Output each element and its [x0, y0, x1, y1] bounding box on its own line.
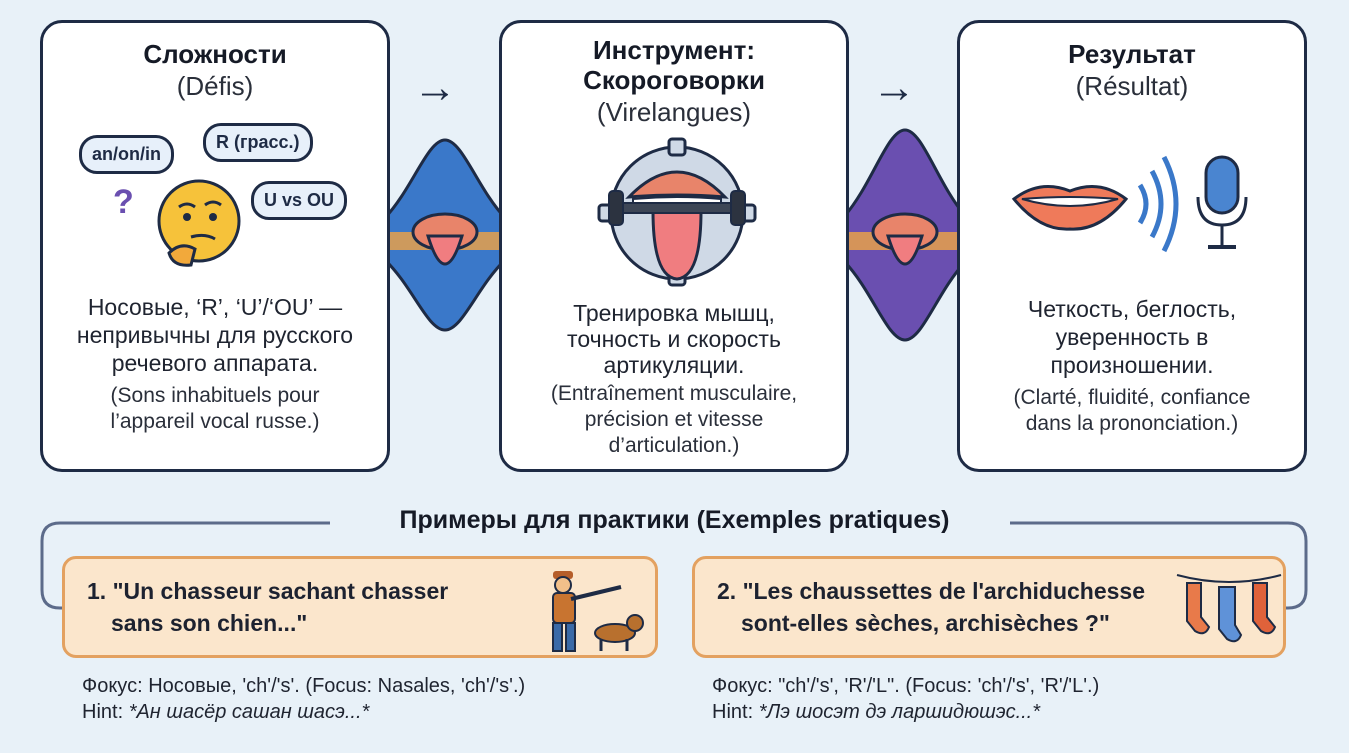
- tool-text-fr-2: précision et vitesse: [584, 408, 764, 431]
- tool-text-ru-2: точность и скорость: [567, 326, 781, 352]
- challenges-text-fr-1: (Sons inhabituels pour: [110, 384, 320, 407]
- card-subtitle: (Résultat): [1075, 71, 1189, 101]
- lips-icon: [1011, 185, 1129, 231]
- example-1-line1: 1. "Un chasseur sachant chasser: [87, 578, 449, 604]
- hunter-icon: [552, 571, 622, 652]
- example-2-text: 2. "Les chaussettes de l'archiduchesse s…: [717, 575, 1145, 639]
- challenges-card: Сложности (Défis) an/on/in R (грасс.) U …: [40, 20, 390, 472]
- example-2-focus: Фокус: "ch'/'s', 'R'/'L". (Focus: 'ch'/'…: [712, 675, 1100, 697]
- hint-label: Hint:: [82, 701, 129, 723]
- challenges-text-ru-3: речевого аппарата.: [111, 350, 319, 376]
- tool-text-fr-1: (Entraînement musculaire,: [550, 382, 798, 405]
- hint-text: *Лэ шосэт дэ ларшидюшэс...*: [758, 701, 1041, 723]
- example-1-focus: Фокус: Носовые, 'ch'/'s'. (Focus: Nasale…: [82, 675, 526, 697]
- example-card-2: 2. "Les chaussettes de l'archiduchesse s…: [692, 556, 1286, 658]
- challenges-text-ru-2: непривычны для русского: [76, 322, 354, 348]
- card-subtitle: (Défis): [176, 71, 254, 101]
- tool-card: Инструмент: Скороговорки (Virelangues) Т…: [499, 20, 849, 472]
- tool-text-ru-1: Тренировка мышц,: [573, 300, 775, 326]
- card-title: Результат: [1068, 39, 1196, 69]
- tool-text-ru-3: артикуляции.: [603, 352, 745, 378]
- result-text-ru-3: произношении.: [1050, 352, 1214, 378]
- socks-clothesline-icon: [1176, 574, 1282, 643]
- arrow-right-icon: →: [872, 63, 916, 112]
- example-card-1: 1. "Un chasseur sachant chasser sans son…: [62, 556, 658, 658]
- bubble-u-ou: U vs OU: [251, 181, 348, 220]
- thinking-face-icon: [157, 179, 241, 267]
- tool-text-fr-3: d’articulation.): [608, 434, 740, 457]
- card-subtitle: (Virelangues): [596, 97, 752, 127]
- example-2-line2: sont-elles sèches, archisèches ?": [741, 610, 1110, 636]
- arrow-right-icon: →: [413, 63, 457, 112]
- sound-waves-icon: [1137, 155, 1179, 253]
- example-1-text: 1. "Un chasseur sachant chasser sans son…: [87, 575, 448, 639]
- result-text-ru-2: уверенность в: [1055, 324, 1209, 350]
- challenges-text-fr-2: l’appareil vocal russe.): [110, 410, 320, 433]
- example-1-line2: sans son chien...": [111, 610, 308, 636]
- result-text-fr-2: dans la prononciation.): [1025, 412, 1239, 435]
- result-text-fr-1: (Clarté, fluidité, confiance: [1013, 386, 1251, 409]
- mouth-dumbbell-gear-icon: [597, 137, 757, 287]
- example-1-hint: Hint: *Ан шасёр сашан шасэ...*: [82, 700, 369, 725]
- hint-label: Hint:: [712, 701, 759, 723]
- tongue-icon: [411, 212, 479, 266]
- hunter-dog-icon: [552, 571, 644, 652]
- card-title: Сложности: [143, 39, 287, 69]
- card-title-line1: Инструмент:: [592, 35, 756, 65]
- example-2-hint: Hint: *Лэ шосэт дэ ларшидюшэс...*: [712, 700, 1040, 725]
- dog-icon: [594, 614, 644, 651]
- practice-section-title: Примеры для практики (Exemples pratiques…: [399, 506, 950, 534]
- bubble-r: R (грасс.): [203, 123, 313, 162]
- question-mark-icon: ?: [113, 183, 134, 221]
- challenges-text-ru-1: Носовые, ‘R’, ‘U’/‘OU’ —: [87, 294, 343, 320]
- result-text-ru-1: Четкость, беглость,: [1027, 296, 1237, 322]
- result-card: Результат (Résultat) Четкость, беглость,…: [957, 20, 1307, 472]
- example-2-line1: 2. "Les chaussettes de l'archiduchesse: [717, 578, 1146, 604]
- card-title-line2: Скороговорки: [583, 65, 765, 95]
- bubble-nasal: an/on/in: [79, 135, 174, 174]
- microphone-icon: [1196, 155, 1248, 249]
- hint-text: *Ан шасёр сашан шасэ...*: [128, 701, 370, 723]
- tongue-icon: [871, 212, 939, 266]
- practice-bracket: [40, 521, 1308, 610]
